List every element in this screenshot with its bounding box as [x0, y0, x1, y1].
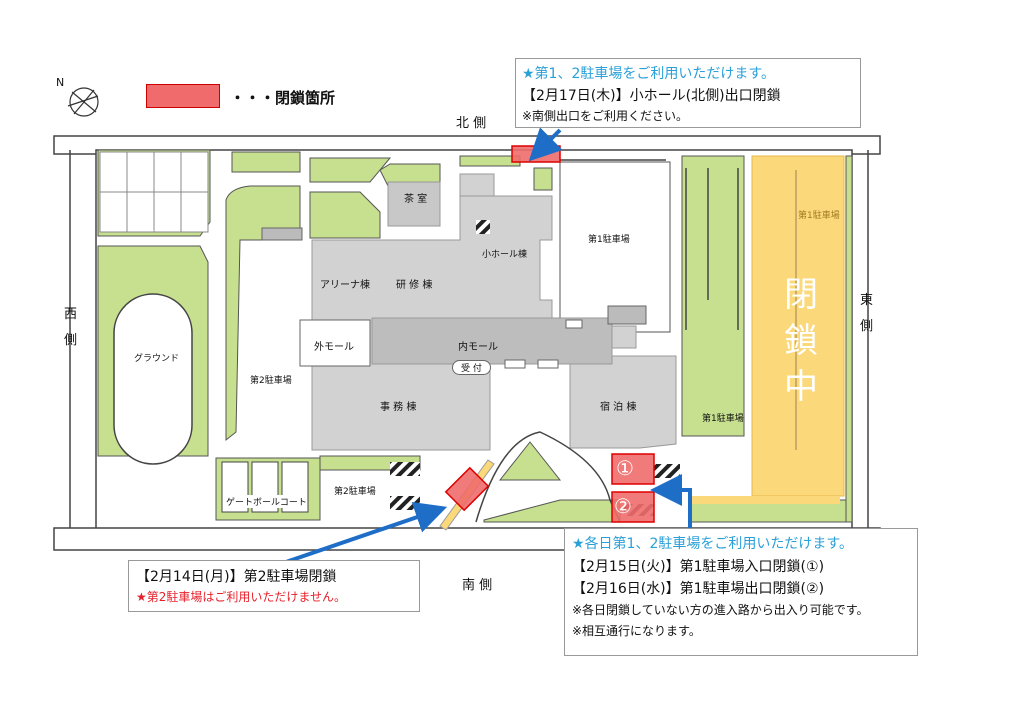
label-arena: アリーナ棟: [320, 280, 370, 291]
notice-north-line1: 【2月17日(木)】小ホール(北側)出口閉鎖: [522, 88, 781, 104]
notice-daily-box: [564, 528, 918, 656]
label-mark-2: ②: [614, 494, 632, 518]
closure-north-exit: [511, 145, 561, 163]
label-reception: 受 付: [452, 360, 491, 375]
notice-daily-line1: 【2月15日(火)】第1駐車場入口閉鎖(①): [572, 559, 825, 575]
closed-parking-area: [751, 155, 845, 497]
compass-letter: N: [56, 76, 65, 89]
direction-east: 東側: [860, 293, 874, 334]
closure-legend-swatch: [146, 84, 220, 108]
pointer-arrows: [285, 127, 692, 564]
label-training: 研 修 棟: [396, 280, 433, 291]
label-lodging: 宿 泊 棟: [600, 402, 637, 413]
closure-legend-label: ・・・閉鎖箇所: [230, 89, 336, 107]
notice-feb14-line1: 【2月14日(月)】第2駐車場閉鎖: [136, 569, 337, 585]
label-parking2-south: 第2駐車場: [334, 487, 376, 497]
notice-daily-line3: ※各日閉鎖していない方の進入路から出入り可能です。: [572, 603, 869, 617]
direction-south: 南 側: [462, 578, 493, 593]
label-ground: グラウンド: [134, 354, 180, 364]
notice-north-box: [515, 58, 861, 128]
closure-parking1-entrance: [611, 453, 655, 485]
label-office: 事 務 棟: [380, 402, 417, 413]
notice-feb14-box: [128, 560, 420, 612]
label-tea-room: 茶 室: [404, 194, 428, 205]
closure-markers: [444, 145, 655, 523]
closure-parking1-exit: [611, 491, 655, 523]
label-inner-mall: 内モール: [458, 342, 498, 353]
notice-north-line2: ※南側出口をご利用ください。: [522, 109, 689, 123]
ground-track: [113, 293, 193, 465]
notice-daily-line2: 【2月16日(水)】第1駐車場出口閉鎖(②): [572, 581, 825, 597]
closure-parking2: [444, 466, 490, 512]
label-outer-mall: 外モール: [314, 342, 354, 353]
direction-north: 北 側: [456, 116, 487, 131]
label-parking1-closed: 第1駐車場: [798, 211, 840, 221]
label-small-hall: 小ホール棟: [482, 250, 528, 260]
direction-west: 西側: [64, 307, 78, 348]
label-parking1-right: 第1駐車場: [702, 414, 744, 424]
parking1-lines: [560, 159, 739, 330]
south-approach-road: [475, 431, 621, 523]
label-tennis-court: テニスコート: [128, 224, 183, 234]
label-parking2-west: 第2駐車場: [250, 376, 292, 386]
notice-daily-headline: ★各日第1、2駐車場をご利用いただけます。: [572, 536, 853, 552]
notice-north-headline: ★第1、2駐車場をご利用いただけます。: [522, 66, 775, 82]
buildings: [261, 173, 677, 451]
north-arrow-icon: [67, 87, 99, 117]
notice-daily-line4: ※相互通行になります。: [572, 624, 701, 638]
label-gateball-court: ゲートボールコート: [226, 495, 307, 508]
notice-feb14-line2: ★第2駐車場はご利用いただけません。: [136, 590, 347, 604]
tennis-court: [99, 151, 209, 233]
label-closed: 閉鎖中: [784, 275, 818, 407]
label-parking1-top: 第1駐車場: [588, 235, 630, 245]
label-mark-1: ①: [616, 456, 634, 480]
